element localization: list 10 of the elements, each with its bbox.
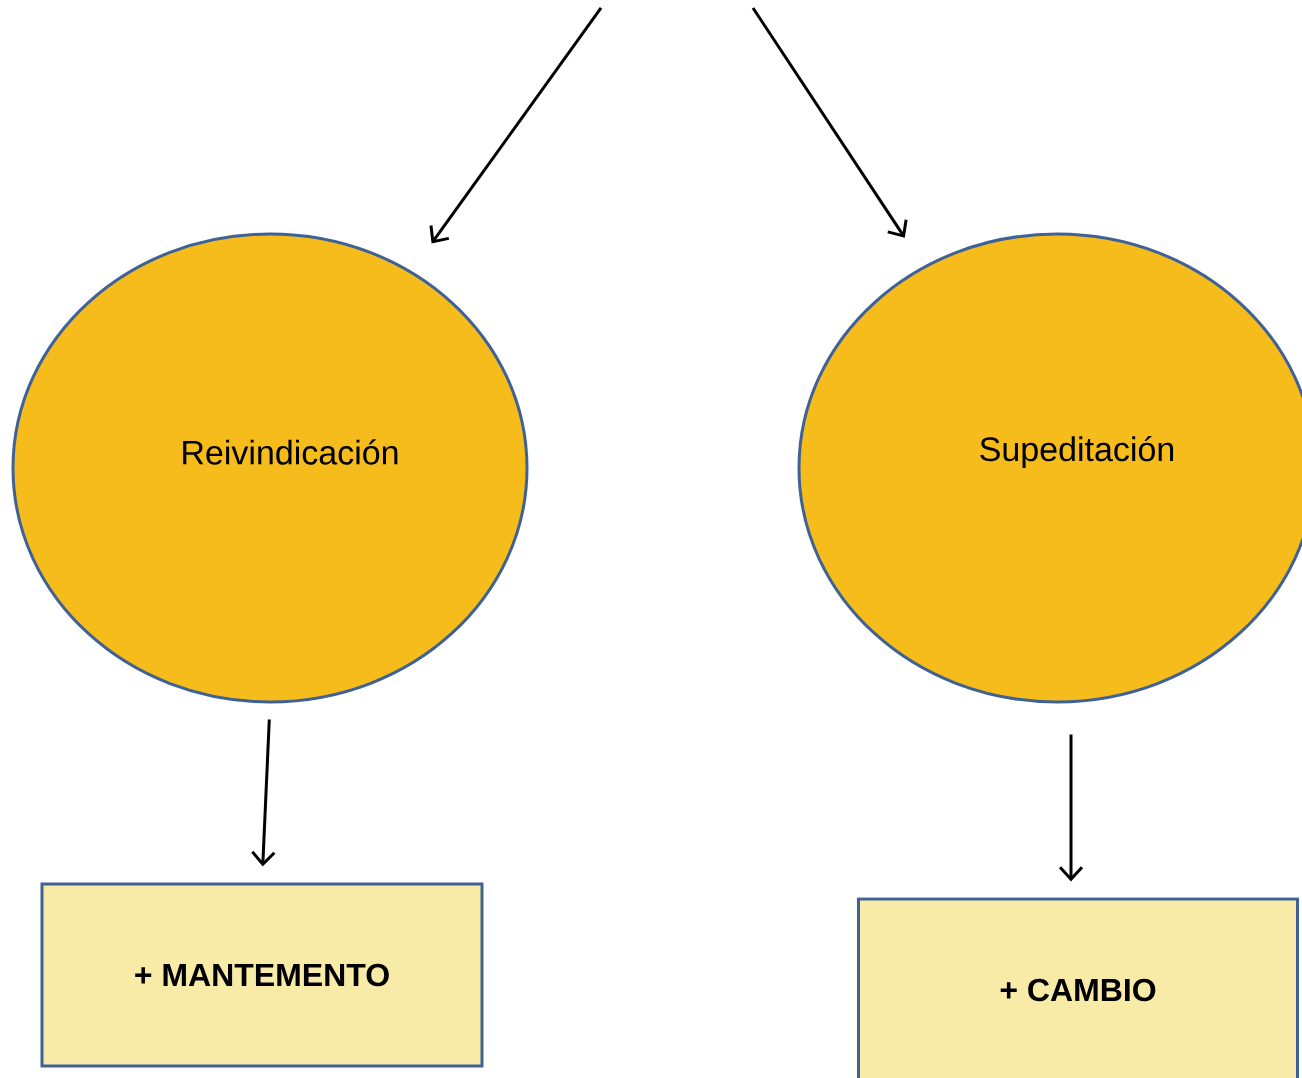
process-box: + CAMBIO	[857, 897, 1299, 1078]
ellipse	[11, 232, 529, 704]
ellipse-label: Reivindicación	[183, 439, 398, 465]
arrow	[251, 719, 276, 867]
arrow	[429, 7, 603, 244]
arrow	[751, 7, 908, 238]
process-box: + MANTEMENTO	[40, 882, 484, 1068]
ellipse-label: Supeditación	[980, 435, 1174, 469]
arrow	[1058, 734, 1084, 882]
ellipse	[797, 232, 1302, 704]
